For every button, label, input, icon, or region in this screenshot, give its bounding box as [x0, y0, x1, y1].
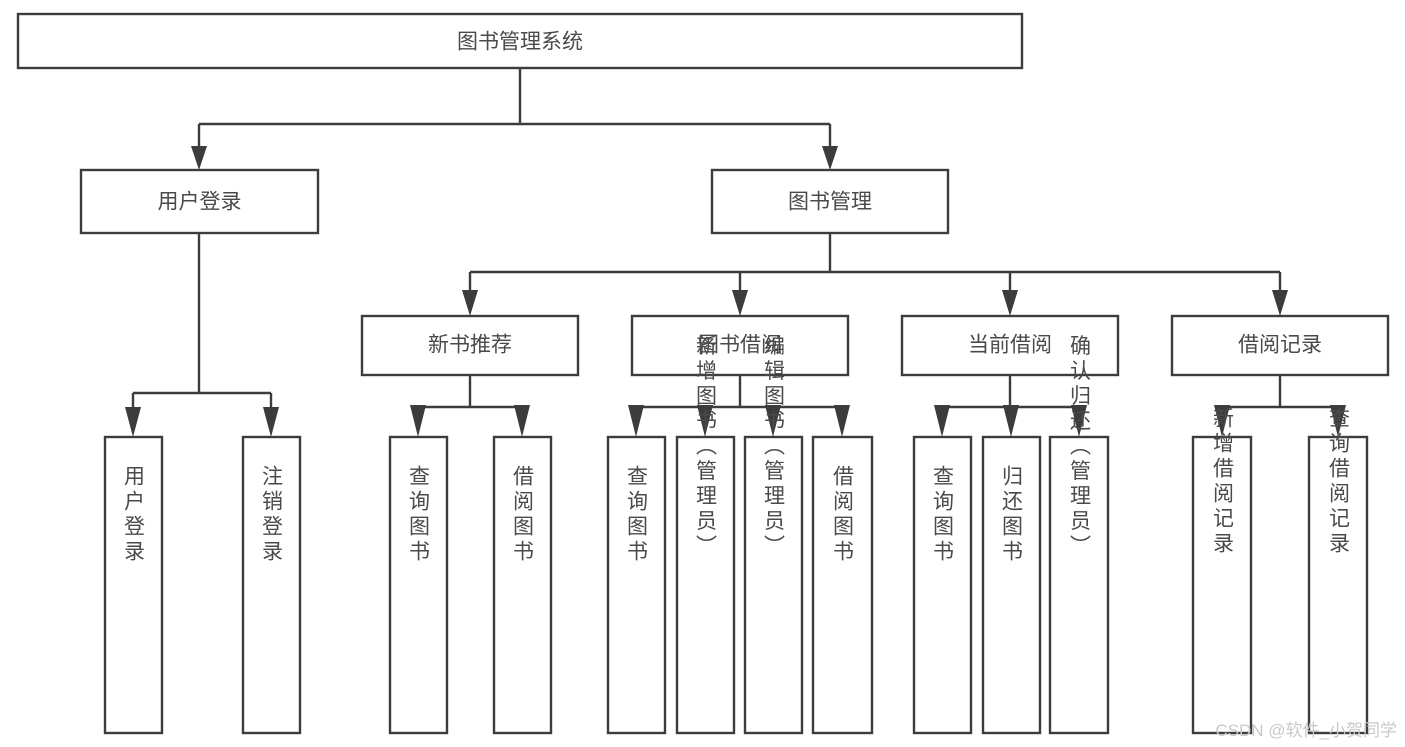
arrow-root-to-userlogin — [191, 146, 207, 170]
arrow-borrow-leaf-1 — [628, 405, 644, 437]
leaf-node-borrow-edit-book-box[interactable] — [743, 435, 804, 735]
node-root-system-label: 图书管理系统 — [457, 31, 583, 54]
arrow-bookmgmt-to-current — [1002, 290, 1018, 316]
leaf-node-user-login-logout-box[interactable] — [241, 435, 302, 735]
connector-layer — [125, 68, 1346, 437]
leaf-node-current-query-book-box[interactable] — [912, 435, 973, 735]
leaf-node-recommend-query-book-label: 查询图书 — [407, 465, 431, 565]
node-user-login[interactable]: 用户登录 — [79, 168, 320, 235]
node-book-borrow[interactable]: 图书借阅 — [630, 314, 850, 377]
leaf-node-borrow-query-book-box[interactable] — [606, 435, 667, 735]
leaf-node-borrow-borrow-book-box[interactable] — [811, 435, 874, 735]
arrow-records-leaf-2 — [1330, 405, 1346, 437]
node-root-system[interactable]: 图书管理系统 — [16, 12, 1024, 70]
node-book-management[interactable]: 图书管理 — [710, 168, 950, 235]
node-current-borrow-box[interactable] — [900, 314, 1120, 377]
node-book-management-box[interactable] — [710, 168, 950, 235]
arrow-borrow-leaf-3 — [765, 405, 781, 437]
arrow-newbook-leaf-1 — [410, 405, 426, 437]
leaf-node-records-add-record[interactable]: 新增借阅记录 — [1191, 407, 1253, 735]
arrow-root-to-bookmgmt — [822, 146, 838, 170]
leaf-node-user-login-login-label: 用户登录 — [122, 465, 146, 565]
leaf-node-records-query-record-label: 查询借阅记录 — [1327, 407, 1351, 557]
arrow-current-leaf-1 — [934, 405, 950, 437]
arrow-borrow-leaf-2 — [697, 405, 713, 437]
leaf-node-records-add-record-label: 新增借阅记录 — [1211, 407, 1235, 557]
node-book-borrow-box[interactable] — [630, 314, 850, 377]
node-current-borrow[interactable]: 当前借阅 — [900, 314, 1120, 377]
node-borrow-records-box[interactable] — [1170, 314, 1390, 377]
arrow-current-leaf-2 — [1003, 405, 1019, 437]
leaf-node-current-return-book-label: 归还图书 — [1000, 465, 1024, 565]
leaf-node-borrow-borrow-book[interactable]: 借阅图书 — [811, 435, 874, 735]
node-book-management-label: 图书管理 — [788, 191, 872, 214]
leaf-node-user-login-login-box[interactable] — [103, 435, 164, 735]
node-root-system-box[interactable] — [16, 12, 1024, 70]
leaf-node-borrow-add-book[interactable]: 新增图书（管理员） — [675, 335, 736, 735]
leaf-node-user-login-logout-label: 注销登录 — [260, 465, 284, 565]
leaf-node-recommend-query-book[interactable]: 查询图书 — [388, 435, 449, 735]
node-new-book-recommend[interactable]: 新书推荐 — [360, 314, 580, 377]
arrow-newbook-leaf-2 — [514, 405, 530, 437]
arrow-userlogin-leaf-1 — [125, 407, 141, 437]
leaf-node-borrow-borrow-book-label: 借阅图书 — [831, 465, 855, 565]
leaf-node-borrow-query-book-label: 查询图书 — [625, 465, 649, 565]
leaf-node-borrow-query-book[interactable]: 查询图书 — [606, 435, 667, 735]
leaf-node-user-login-login[interactable]: 用户登录 — [103, 435, 164, 735]
node-book-borrow-label: 图书借阅 — [698, 334, 782, 357]
arrow-bookmgmt-to-newbook — [462, 290, 478, 316]
csdn-watermark: CSDN @软件_小贺同学 — [1215, 721, 1397, 740]
leaf-node-current-return-book[interactable]: 归还图书 — [981, 435, 1042, 735]
node-new-book-recommend-box[interactable] — [360, 314, 580, 377]
arrow-current-leaf-3 — [1071, 405, 1087, 437]
arrow-bookmgmt-to-borrow — [732, 290, 748, 316]
node-borrow-records[interactable]: 借阅记录 — [1170, 314, 1390, 377]
arrow-userlogin-leaf-2 — [263, 407, 279, 437]
node-user-login-label: 用户登录 — [158, 191, 242, 214]
leaf-node-borrow-edit-book[interactable]: 编辑图书（管理员） — [743, 335, 804, 735]
leaf-node-recommend-borrow-book[interactable]: 借阅图书 — [492, 435, 553, 735]
leaf-node-records-query-record-box[interactable] — [1307, 435, 1369, 735]
arrow-borrow-leaf-4 — [834, 405, 850, 437]
node-current-borrow-label: 当前借阅 — [968, 334, 1052, 357]
node-user-login-box[interactable] — [79, 168, 320, 235]
arrow-records-leaf-1 — [1214, 405, 1230, 437]
node-new-book-recommend-label: 新书推荐 — [428, 334, 512, 357]
arrow-bookmgmt-to-records — [1272, 290, 1288, 316]
leaf-node-records-add-record-box[interactable] — [1191, 435, 1253, 735]
leaf-node-current-return-book-box[interactable] — [981, 435, 1042, 735]
leaf-node-current-confirm-return-label: 确认归还（管理员） — [1068, 335, 1092, 560]
leaf-node-current-confirm-return[interactable]: 确认归还（管理员） — [1048, 335, 1110, 735]
leaf-node-borrow-add-book-box[interactable] — [675, 435, 736, 735]
leaf-node-recommend-query-book-box[interactable] — [388, 435, 449, 735]
leaf-node-current-confirm-return-box[interactable] — [1048, 435, 1110, 735]
leaf-node-borrow-add-book-label: 新增图书（管理员） — [694, 335, 718, 560]
leaf-node-borrow-edit-book-label: 编辑图书（管理员） — [762, 335, 786, 560]
leaf-node-recommend-borrow-book-box[interactable] — [492, 435, 553, 735]
leaf-node-records-query-record[interactable]: 查询借阅记录 — [1307, 407, 1369, 735]
node-borrow-records-label: 借阅记录 — [1238, 334, 1322, 357]
leaf-node-recommend-borrow-book-label: 借阅图书 — [511, 465, 535, 565]
leaf-node-current-query-book-label: 查询图书 — [931, 465, 955, 565]
leaf-node-user-login-logout[interactable]: 注销登录 — [241, 435, 302, 735]
leaf-node-current-query-book[interactable]: 查询图书 — [912, 435, 973, 735]
